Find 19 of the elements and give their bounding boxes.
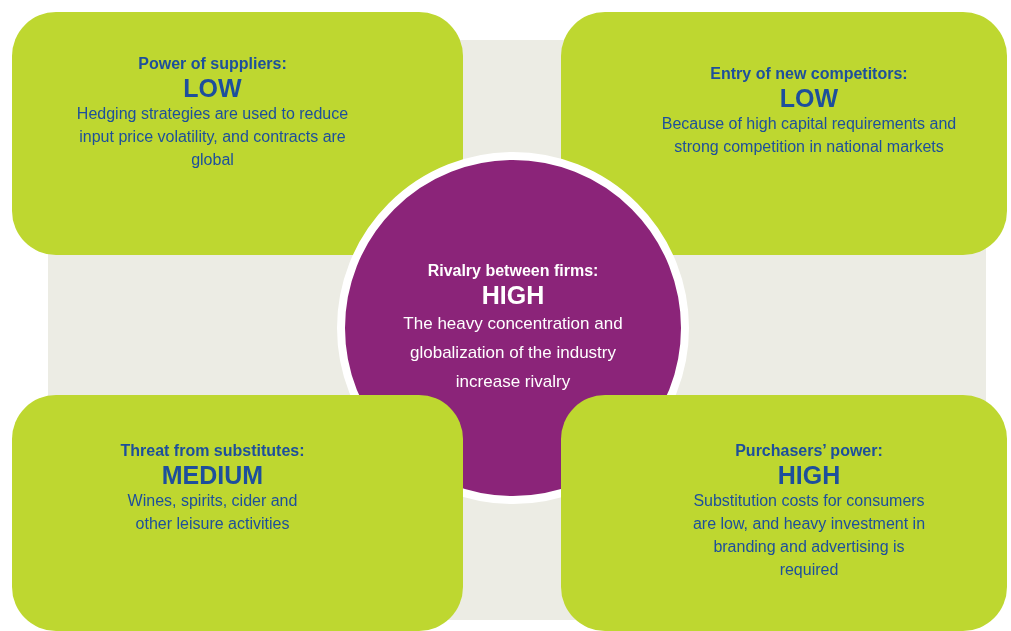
force-card — [12, 395, 463, 631]
force-level: MEDIUM — [161, 461, 264, 489]
force-heading: Power of suppliers: — [138, 54, 287, 74]
force-description: Hedging strategies are used to reduce input price volatility, and contracts are global — [75, 104, 350, 170]
force-card — [561, 395, 1007, 631]
force-heading: Entry of new competitors: — [710, 64, 908, 84]
force-heading: Purchasers’ power: — [735, 441, 883, 461]
force-level: LOW — [779, 84, 839, 112]
force-description: Wines, spirits, cider and other leisure activities — [126, 491, 299, 534]
force-description: Because of high capital requirements and strong competition in national markets — [660, 114, 958, 157]
force-card — [12, 12, 463, 255]
force-level: HIGH — [777, 461, 841, 489]
force-description: The heavy concentration and globalization of the industry increase rivalry — [402, 312, 624, 393]
force-description: Substitution costs for consumers are low, and heavy investment in branding and advertising is required — [691, 491, 927, 580]
force-level: HIGH — [481, 280, 545, 309]
force-heading: Rivalry between firms: — [427, 260, 599, 281]
force-level: LOW — [183, 74, 242, 102]
force-card — [561, 12, 1007, 255]
force-heading: Threat from substitutes: — [120, 441, 305, 461]
